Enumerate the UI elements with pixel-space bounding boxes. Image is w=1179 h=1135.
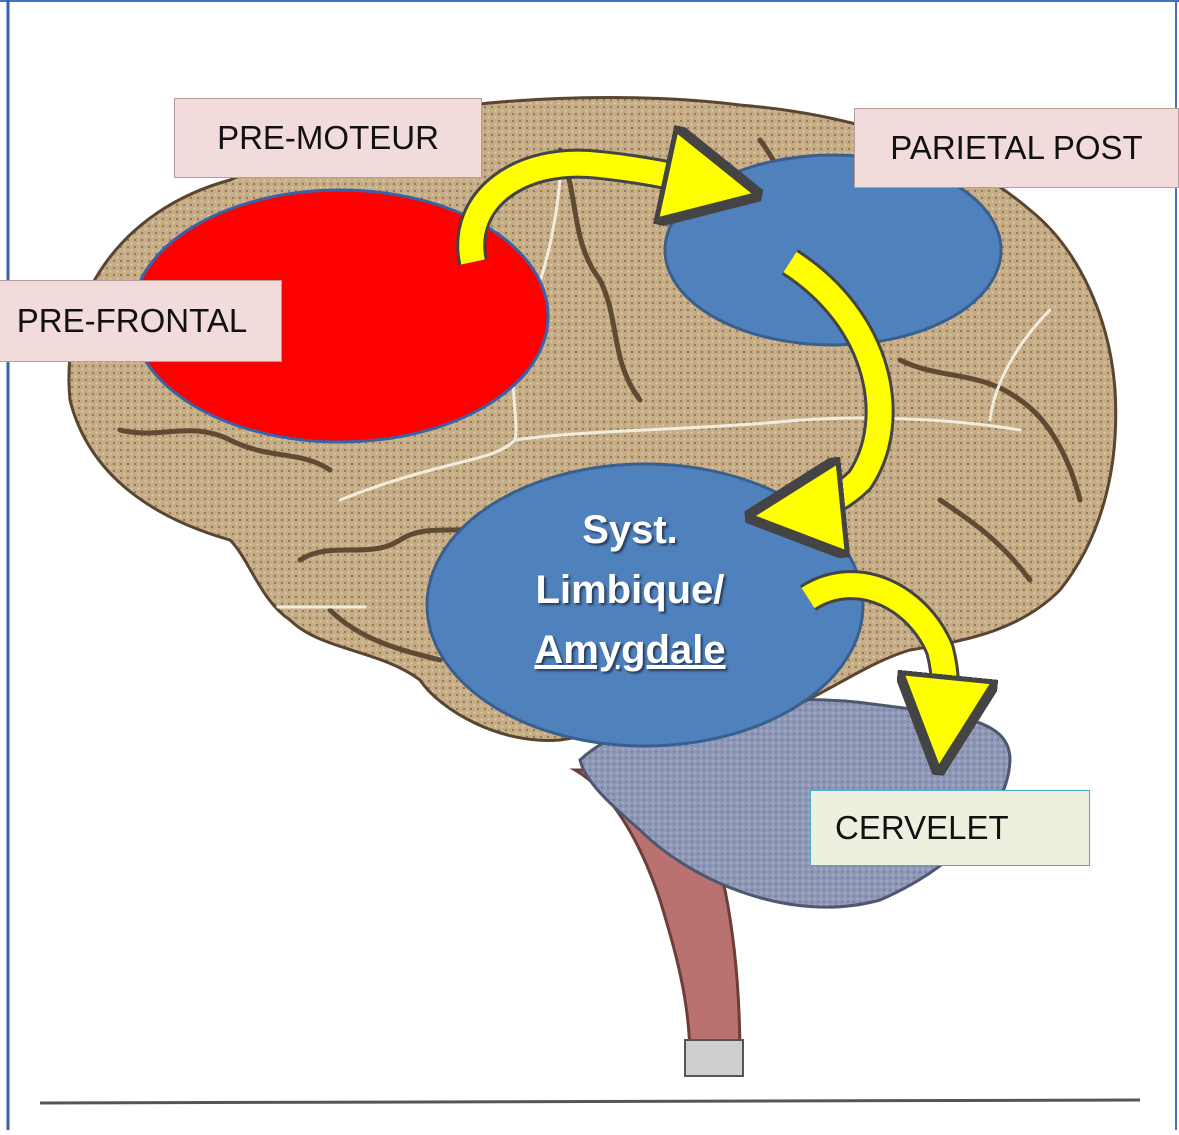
limbic-line-2: Limbique/ (470, 560, 790, 620)
label-pre-frontal: PRE-FRONTAL (0, 280, 282, 362)
brainstem-cut (685, 1040, 743, 1076)
label-parietal-post: PARIETAL POST (854, 108, 1179, 188)
limbic-line-1: Syst. (470, 500, 790, 560)
label-pre-moteur: PRE-MOTEUR (174, 98, 482, 178)
bottom-rule (40, 1100, 1140, 1103)
limbic-label: Syst. Limbique/ Amygdale (470, 500, 790, 680)
limbic-line-3: Amygdale (470, 620, 790, 680)
label-cervelet: CERVELET (810, 790, 1090, 866)
